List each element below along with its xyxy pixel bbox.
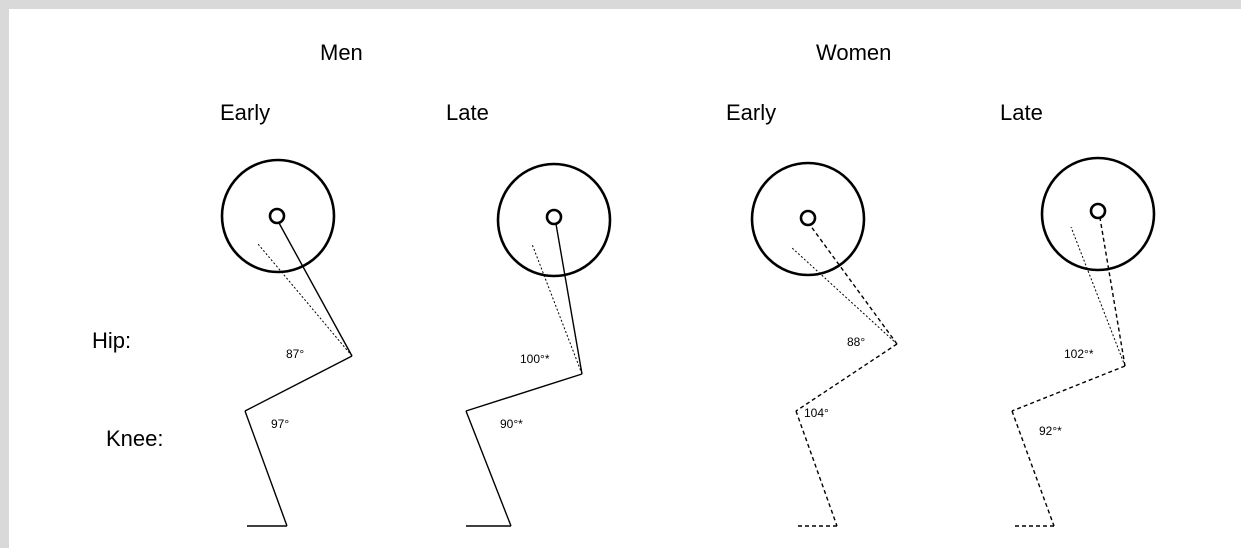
women-late-reference-line: [1071, 227, 1125, 366]
women-late-torso-line: [1100, 218, 1125, 366]
figure-panel: Men Women Early Late Early Late Hip: Kne…: [9, 9, 1241, 548]
women-late-thigh-line: [1012, 366, 1125, 411]
squat-stick-figures: [9, 9, 1241, 548]
men-late-title: Late: [446, 102, 489, 124]
women-late-knee-angle: 92°*: [1039, 425, 1062, 437]
men-early-knee-angle: 97°: [271, 418, 289, 430]
women-early-shank-line: [796, 411, 837, 526]
group-title-men: Men: [320, 42, 363, 64]
knee-row-label: Knee:: [106, 428, 164, 450]
men-early-thigh-line: [245, 356, 352, 411]
women-late-hip-angle: 102°*: [1064, 348, 1094, 360]
men-early-torso-line: [279, 223, 352, 356]
men-late-torso-line: [556, 224, 582, 374]
men-early-title: Early: [220, 102, 270, 124]
women-early-bar-hub: [801, 211, 815, 225]
men-late-hip-angle: 100°*: [520, 353, 550, 365]
women-early-knee-angle: 104°: [804, 407, 829, 419]
men-early-reference-line: [258, 244, 352, 356]
women-early-hip-angle: 88°: [847, 336, 865, 348]
hip-row-label: Hip:: [92, 330, 131, 352]
women-late-title: Late: [1000, 102, 1043, 124]
men-early-plate-circle: [222, 160, 334, 272]
women-late-bar-hub: [1091, 204, 1105, 218]
women-early-plate-circle: [752, 163, 864, 275]
men-late-bar-hub: [547, 210, 561, 224]
men-early-bar-hub: [270, 209, 284, 223]
men-early-hip-angle: 87°: [286, 348, 304, 360]
group-title-women: Women: [816, 42, 891, 64]
women-early-thigh-line: [796, 344, 897, 411]
men-late-plate-circle: [498, 164, 610, 276]
women-early-title: Early: [726, 102, 776, 124]
women-early-torso-line: [810, 225, 897, 344]
men-late-thigh-line: [466, 374, 582, 411]
women-late-plate-circle: [1042, 158, 1154, 270]
men-late-knee-angle: 90°*: [500, 418, 523, 430]
